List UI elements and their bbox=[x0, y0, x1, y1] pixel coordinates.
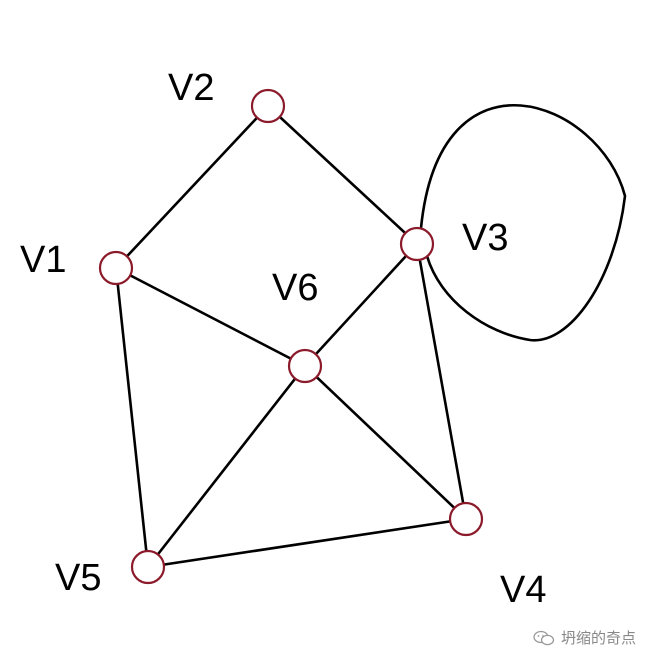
edge-v3-v6 bbox=[303, 242, 419, 368]
node-label-v3: V3 bbox=[462, 217, 508, 259]
edge-v5-v4 bbox=[146, 517, 468, 569]
nodes bbox=[98, 88, 484, 585]
node-label-v6: V6 bbox=[272, 267, 318, 309]
node-label-v5: V5 bbox=[55, 557, 101, 599]
edge-v3-v4 bbox=[415, 242, 468, 521]
edge-v2-v3 bbox=[266, 104, 419, 246]
edge-v1-v6 bbox=[114, 266, 307, 368]
self-loop-v3 bbox=[419, 104, 627, 342]
edge-v1-v2 bbox=[114, 104, 270, 270]
node-v3 bbox=[399, 226, 435, 262]
node-v1 bbox=[98, 250, 134, 286]
edge-v6-v5 bbox=[146, 364, 307, 569]
node-label-v2: V2 bbox=[168, 67, 214, 109]
node-v5 bbox=[130, 549, 166, 585]
node-v6 bbox=[287, 348, 323, 384]
node-v2 bbox=[250, 88, 286, 124]
edge-v1-v5 bbox=[114, 266, 150, 569]
watermark: 坍缩的奇点 bbox=[533, 627, 636, 648]
watermark-text: 坍缩的奇点 bbox=[560, 629, 636, 647]
node-label-v1: V1 bbox=[20, 239, 66, 281]
node-label-v4: V4 bbox=[500, 569, 546, 611]
wechat-icon bbox=[533, 630, 555, 645]
node-v4 bbox=[448, 501, 484, 537]
edges bbox=[114, 104, 627, 569]
edge-v6-v4 bbox=[303, 364, 468, 521]
